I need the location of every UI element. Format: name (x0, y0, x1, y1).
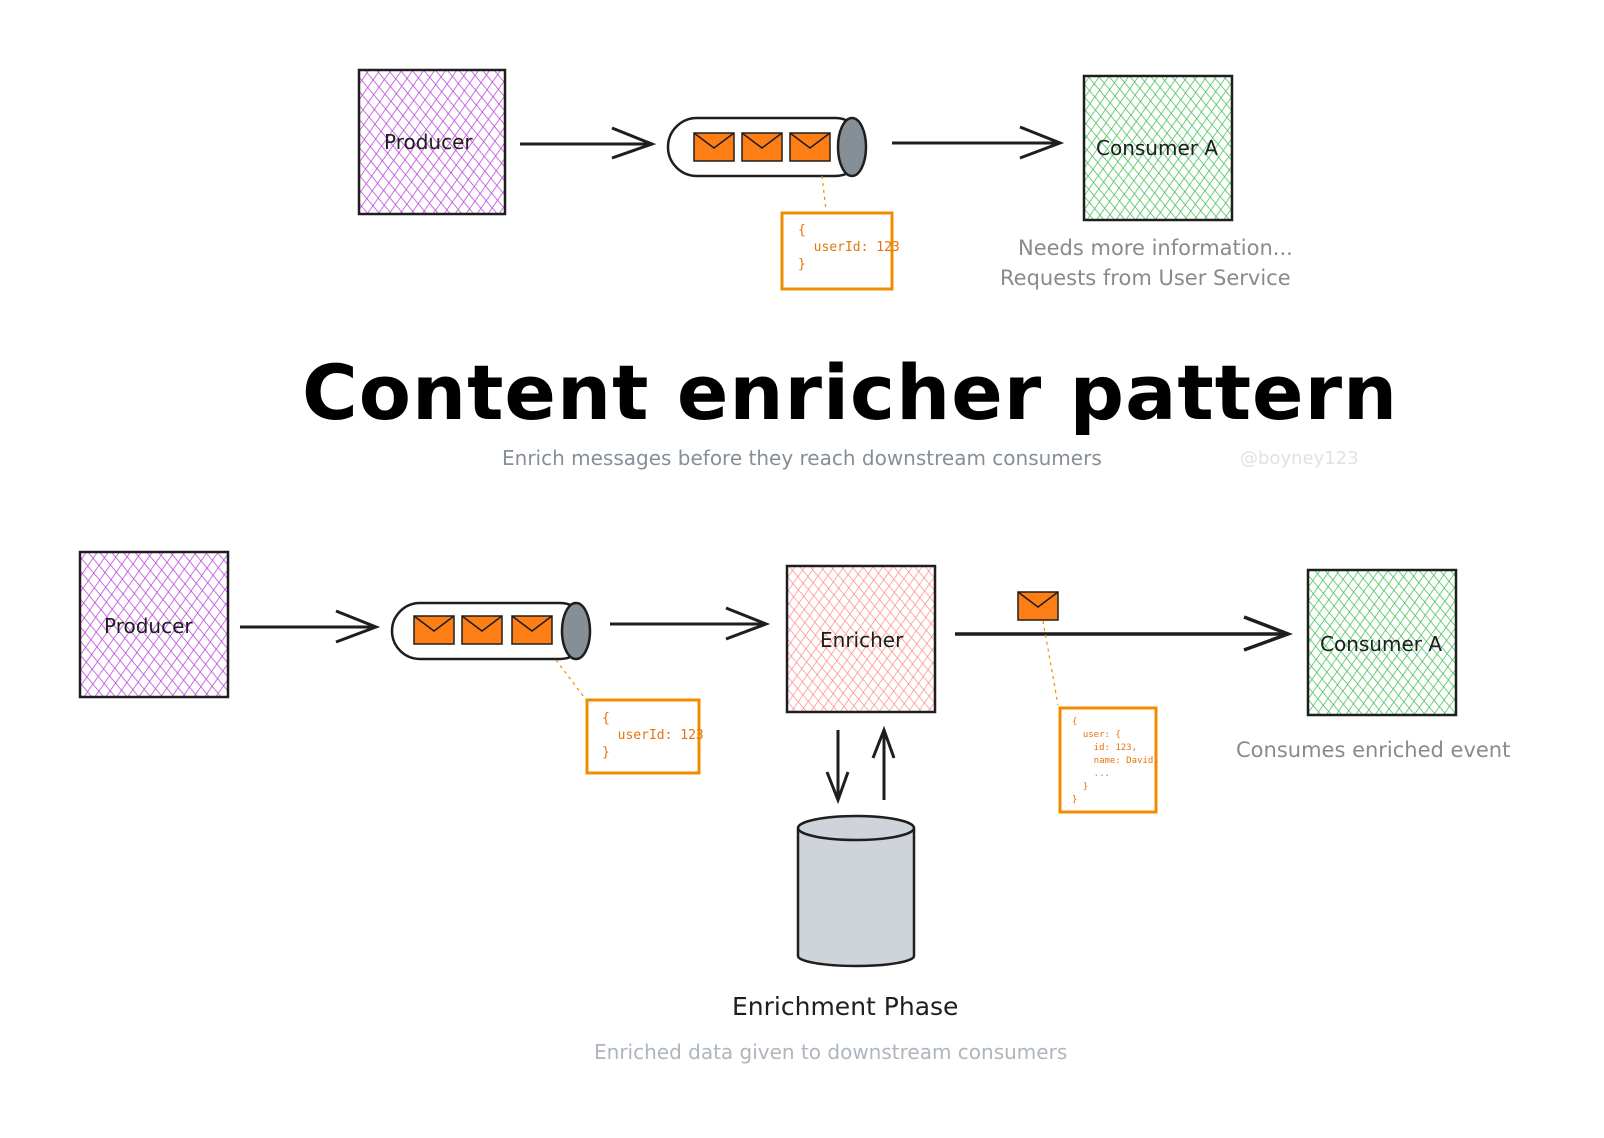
bottom-consumer-note: Consumes enriched event (1236, 738, 1511, 762)
top-arrow-producer-to-queue (520, 126, 657, 160)
top-consumer-box (1082, 74, 1234, 222)
top-payload-text: { userId: 123 } (798, 223, 900, 272)
enrichment-phase-note: Enriched data given to downstream consum… (594, 1040, 1068, 1064)
top-payload-box (780, 211, 894, 291)
enriched-message-envelope (1017, 591, 1059, 621)
bottom-payload-box (585, 698, 701, 775)
bottom-payload-connector (555, 659, 585, 698)
enrichment-phase-title: Enrichment Phase (732, 992, 959, 1021)
enriched-payload-connector (1042, 620, 1059, 706)
bottom-queue-icon (390, 601, 592, 661)
top-consumer-label: Consumer A (1096, 136, 1219, 160)
page-title: Content enricher pattern (302, 348, 1399, 437)
page-subtitle: Enrich messages before they reach downst… (502, 446, 1102, 470)
enricher-to-consumer-arrow (955, 615, 1293, 652)
enricher-label: Enricher (820, 628, 904, 652)
top-consumer-note-line1: Needs more information... (1018, 236, 1293, 260)
bottom-payload-text: { userId: 123 } (602, 711, 704, 760)
top-arrow-queue-to-consumer (892, 125, 1065, 160)
author-handle: @boyney123 (1240, 448, 1359, 469)
arrow-enricher-to-database (825, 730, 850, 805)
top-producer-label: Producer (384, 130, 473, 154)
enriched-payload-box (1058, 706, 1158, 814)
bottom-consumer-box (1306, 568, 1458, 717)
bottom-arrow-producer-to-queue (240, 609, 381, 644)
top-producer-box (357, 68, 507, 216)
bottom-consumer-label: Consumer A (1320, 632, 1443, 656)
database-icon (796, 814, 916, 968)
top-payload-connector (821, 175, 827, 211)
bottom-arrow-queue-to-enricher (610, 606, 771, 641)
arrow-database-to-enricher (871, 725, 896, 800)
bottom-producer-box (78, 550, 230, 699)
enriched-payload-text: { user: { id: 123, name: David, ... } } (1072, 717, 1159, 805)
top-queue-icon (666, 116, 868, 178)
enricher-box (785, 564, 937, 714)
top-consumer-note-line2: Requests from User Service (1000, 266, 1291, 290)
bottom-producer-label: Producer (104, 614, 193, 638)
